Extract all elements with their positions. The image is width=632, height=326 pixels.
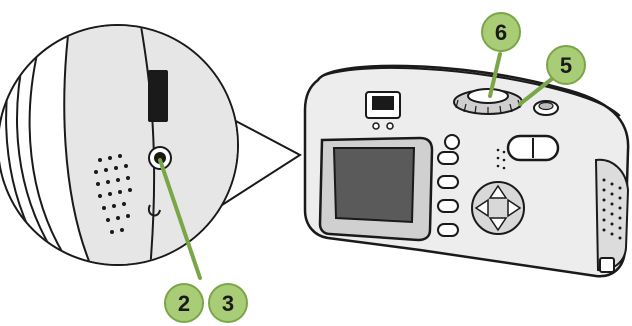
magnified-side-view	[0, 20, 300, 275]
callout-2: 2	[165, 284, 203, 322]
callout-6: 6	[482, 13, 520, 51]
callout-label-5: 5	[560, 53, 572, 78]
callout-label-6: 6	[495, 20, 507, 45]
callout-label-2: 2	[178, 291, 190, 316]
callout-label-3: 3	[222, 291, 234, 316]
callout-5: 5	[547, 46, 585, 84]
callout-3: 3	[209, 284, 247, 322]
camera-body	[305, 66, 628, 276]
